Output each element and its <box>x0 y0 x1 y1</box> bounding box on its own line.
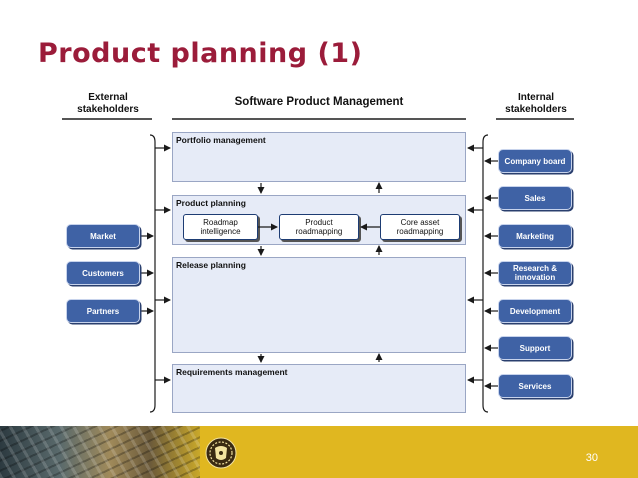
external-header-rule <box>62 118 152 120</box>
core-asset-line1: Core asset <box>400 218 440 227</box>
internal-header-line1: Internal <box>517 92 555 103</box>
roadmap-intelligence-line2: intelligence <box>200 227 241 236</box>
company-board-label: Company board <box>504 156 566 166</box>
support-label: Support <box>519 343 551 353</box>
customers-label: Customers <box>82 268 124 278</box>
spm-header: Software Product Management <box>234 96 404 108</box>
stakeholder-market: Market <box>66 224 140 248</box>
stakeholder-development: Development <box>498 299 572 323</box>
product-roadmapping-line2: roadmapping <box>295 227 343 236</box>
external-header-line1: External <box>88 92 128 103</box>
product-roadmapping-line1: Product <box>305 218 333 227</box>
development-label: Development <box>509 306 561 316</box>
roadmap-intelligence-line1: Roadmap <box>203 218 238 227</box>
internal-header-rule <box>496 118 574 120</box>
university-seal-icon <box>205 437 237 469</box>
stakeholder-support: Support <box>498 336 572 360</box>
left-bus-line <box>149 134 156 413</box>
stakeholder-customers: Customers <box>66 261 140 285</box>
right-bus-line <box>482 134 489 413</box>
roadmap-intelligence-box: Roadmap intelligence <box>183 214 258 240</box>
services-label: Services <box>518 381 552 391</box>
stakeholder-company-board: Company board <box>498 149 572 173</box>
slide-title: Product planning (1) <box>38 38 363 69</box>
center-header-rule <box>172 118 466 120</box>
portfolio-management-label: Portfolio management <box>176 135 266 145</box>
portfolio-management-section: Portfolio management <box>172 132 466 182</box>
release-planning-label: Release planning <box>176 260 246 270</box>
requirements-management-section: Requirements management <box>172 364 466 413</box>
partners-label: Partners <box>86 306 120 316</box>
sales-label: Sales <box>524 193 546 203</box>
stakeholder-marketing: Marketing <box>498 224 572 248</box>
product-roadmapping-box: Product roadmapping <box>279 214 359 240</box>
external-stakeholders-header: External stakeholders <box>62 92 154 116</box>
marketing-label: Marketing <box>516 231 554 241</box>
stakeholder-sales: Sales <box>498 186 572 210</box>
page-number: 30 <box>585 452 598 464</box>
internal-stakeholders-header: Internal stakeholders <box>490 92 582 116</box>
stakeholder-services: Services <box>498 374 572 398</box>
internal-header-line2: stakeholders <box>505 104 567 115</box>
external-header-line2: stakeholders <box>77 104 139 115</box>
core-asset-roadmapping-box: Core asset roadmapping <box>380 214 460 240</box>
research-label-line1: Research & <box>512 264 558 273</box>
research-label-line2: innovation <box>514 273 556 282</box>
requirements-management-label: Requirements management <box>176 367 288 377</box>
core-asset-line2: roadmapping <box>396 227 444 236</box>
release-planning-section: Release planning <box>172 257 466 353</box>
stakeholder-research-innovation: Research & innovation <box>498 261 572 285</box>
product-planning-label: Product planning <box>176 198 246 208</box>
market-label: Market <box>90 231 116 241</box>
stakeholder-partners: Partners <box>66 299 140 323</box>
footer-building-photo <box>0 426 200 478</box>
